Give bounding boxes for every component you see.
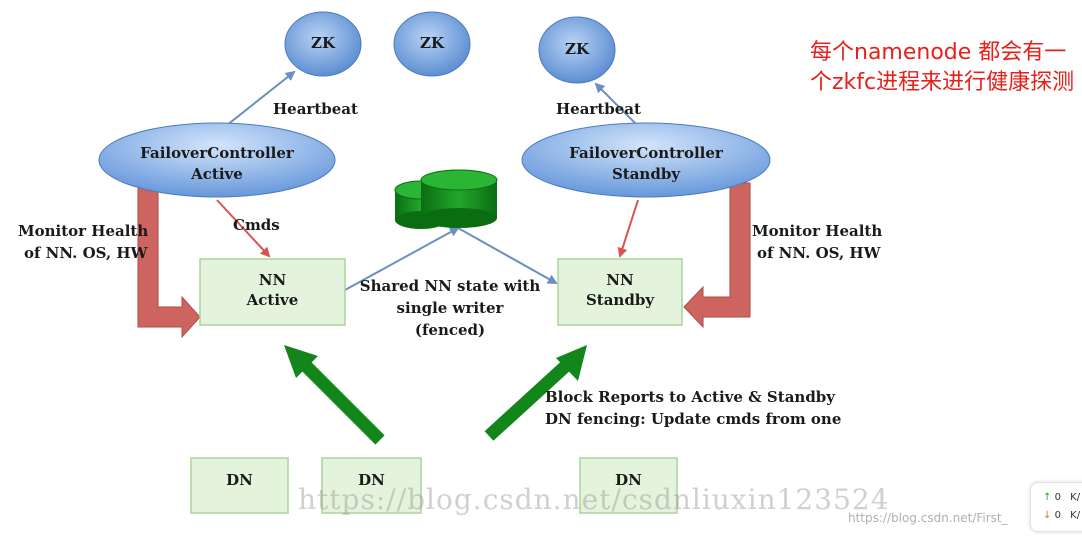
heartbeat-label-left: Heartbeat [273, 100, 358, 118]
cmds-label: Cmds [233, 216, 280, 234]
monitor-left-line1: Monitor Health [18, 222, 149, 240]
block-report-arrow-right [484, 345, 587, 441]
monitor-arrow-left [137, 182, 201, 339]
nn-active-box [199, 258, 346, 326]
zk-node-1 [284, 11, 362, 77]
arrow-up-icon: ↑ [1043, 492, 1052, 503]
nn-standby-line2: Standby [585, 291, 655, 309]
nn-standby-line1: NN [606, 271, 634, 289]
zk-label-1: ZK [311, 34, 335, 52]
shared-storage-icon [394, 169, 498, 229]
fc-active-line1: FailoverController [140, 144, 294, 162]
shared-state-line2: single writer [396, 299, 504, 317]
dn-label-3: DN [615, 471, 642, 489]
heartbeat-arrow-right [594, 82, 643, 131]
watermark: https://blog.csdn.net/csdnliuxin123524 [298, 483, 890, 516]
fc-standby-line2: Standby [611, 165, 681, 183]
zk-node-2 [393, 11, 471, 77]
zk-node-3 [538, 16, 616, 84]
cmds-arrow-standby [617, 199, 639, 258]
nn-active-line1: NN [258, 271, 287, 289]
dn-label-1: DN [226, 471, 253, 489]
dn-box-3 [579, 457, 678, 514]
arrow-down-icon: ↓ [1043, 510, 1052, 521]
monitor-right-line1: Monitor Health [752, 222, 883, 240]
dn-label-2: DN [358, 471, 385, 489]
zk-label-3: ZK [565, 40, 589, 58]
download-speed: ↓ 0 K/ [1043, 510, 1081, 521]
dn-box-1 [190, 457, 289, 514]
dn-box-2 [321, 457, 422, 514]
monitor-arrow-right [683, 182, 751, 329]
block-report-arrow-left [284, 345, 385, 445]
fc-standby-line1: FailoverController [569, 144, 723, 162]
failover-controller-active [98, 122, 336, 198]
zkfc-annotation: 每个namenode 都会有一个zkfc进程来进行健康探测 [810, 40, 1075, 95]
failover-controller-standby [521, 122, 771, 198]
upload-speed: ↑ 0 K/ [1043, 492, 1081, 503]
block-reports-line2: DN fencing: Update cmds from one [545, 410, 842, 428]
network-speed-widget[interactable]: ↑ 0 K/ ↓ 0 K/ [1030, 482, 1082, 532]
fc-active-line2: Active [191, 165, 243, 183]
shared-arrow-standby [457, 227, 558, 284]
nn-standby-box [557, 258, 683, 326]
nn-active-line2: Active [246, 291, 299, 309]
watermark-small: https://blog.csdn.net/First_ [848, 511, 1008, 525]
monitor-right-line2: of NN. OS, HW [757, 244, 881, 262]
zk-label-2: ZK [420, 34, 444, 52]
block-reports-line1: Block Reports to Active & Standby [545, 388, 836, 406]
shared-state-line3: (fenced) [414, 321, 486, 339]
shared-state-line1: Shared NN state with [359, 277, 541, 295]
heartbeat-label-right: Heartbeat [556, 100, 641, 118]
monitor-left-line2: of NN. OS, HW [24, 244, 148, 262]
shared-arrow-active [344, 227, 460, 291]
cmds-arrow-active [216, 199, 271, 258]
